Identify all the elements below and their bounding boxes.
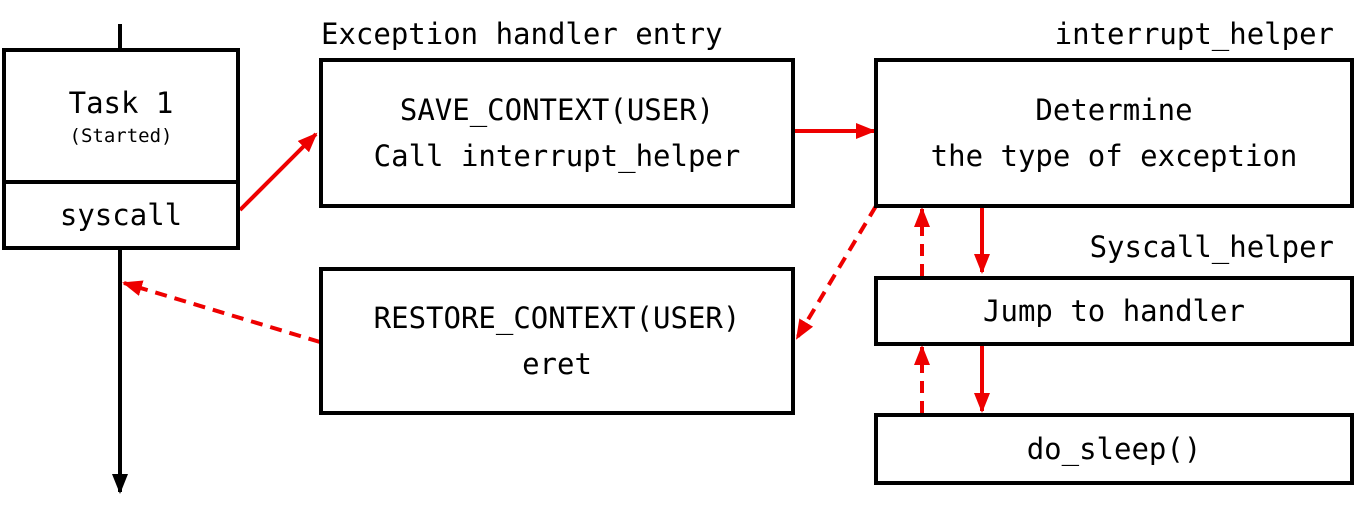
arrow-interrupt-helper-to-restore: [795, 204, 878, 340]
restore-line-1: RESTORE_CONTEXT(USER): [373, 301, 741, 335]
entry-line-1: SAVE_CONTEXT(USER): [399, 93, 715, 127]
entry-line-2: Call interrupt_helper: [373, 139, 741, 173]
task-status: (Started): [69, 125, 173, 147]
syscall-label: syscall: [59, 198, 183, 232]
interrupt-helper-box: Determine the type of exception: [874, 58, 1354, 208]
task-box: Task 1 (Started): [2, 48, 240, 184]
restore-box: RESTORE_CONTEXT(USER) eret: [319, 267, 795, 415]
do-sleep-label: do_sleep(): [1026, 432, 1202, 466]
interrupt-helper-line-1: Determine: [1035, 93, 1193, 127]
task-title: Task 1: [68, 86, 174, 120]
arrow-restore-to-task: [122, 280, 321, 344]
syscall-helper-label: Jump to handler: [983, 294, 1245, 328]
entry-caption: Exception handler entry: [321, 17, 723, 51]
interrupt-helper-line-2: the type of exception: [930, 139, 1298, 173]
restore-line-2: eret: [522, 347, 592, 381]
do-sleep-box: do_sleep(): [874, 413, 1354, 485]
syscall-helper-box: Jump to handler: [874, 276, 1354, 346]
syscall-helper-caption: Syscall_helper: [1089, 230, 1334, 264]
interrupt-helper-caption: interrupt_helper: [1054, 17, 1334, 51]
entry-box: SAVE_CONTEXT(USER) Call interrupt_helper: [319, 58, 795, 208]
syscall-box: syscall: [2, 180, 240, 250]
arrow-syscall-to-entry: [238, 132, 318, 212]
